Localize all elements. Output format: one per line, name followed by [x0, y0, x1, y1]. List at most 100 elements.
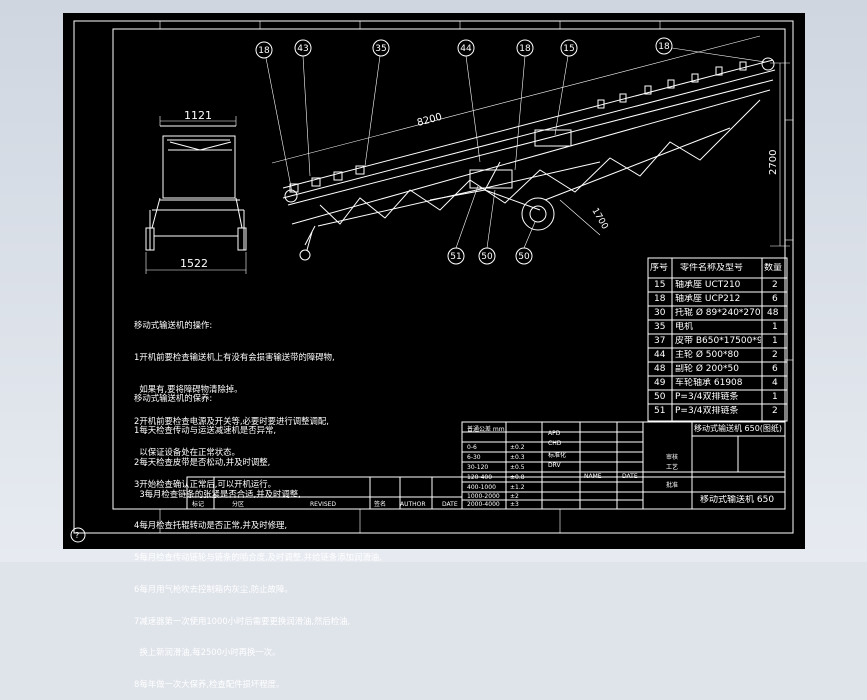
conveyor-main-view	[282, 57, 776, 261]
label-approve: 批准	[666, 482, 679, 489]
notes-line: 2开机前要检查电源及开关等,必要时要进行调整调配,	[134, 415, 329, 426]
bom-cell-qty: 6	[772, 364, 778, 374]
balloons	[255, 37, 673, 265]
bom-cell-name: 皮带 B650*17500*9mm	[675, 336, 761, 346]
balloon-label: 44	[460, 44, 472, 54]
balloon-label: 15	[563, 44, 574, 54]
drawing-sheet	[63, 13, 805, 549]
tol-value: ±0.3	[510, 454, 525, 461]
main-dimensions	[271, 35, 790, 247]
notes-title-2: 移动式输送机的保养:	[134, 393, 213, 404]
tol-range: 120-400	[467, 474, 493, 481]
bom-cell-no: 35	[654, 322, 666, 332]
bom-cell-name: P=3/4双排链条	[675, 406, 739, 416]
label-mark: 标记	[192, 501, 205, 508]
drawing-canvas: 1121 1522	[70, 20, 794, 543]
label-review: 审核	[666, 454, 679, 461]
bom-table-grid	[647, 257, 788, 422]
label-revised: REVISED	[310, 501, 337, 508]
label-author: AUTHOR	[400, 501, 426, 508]
maintenance-notes: 移动式输送机的保养: 1每天检查传动与运送减速机是否异常, 2每天检查皮带是否松…	[134, 372, 382, 700]
compass-icon-glyph: ?	[75, 531, 79, 540]
bom-cell-qty: 48	[767, 308, 779, 318]
label-rev-date: DATE	[442, 501, 458, 508]
bom-cell-name: 电机	[675, 322, 694, 332]
label-sign: 签名	[374, 501, 387, 508]
compass-icon	[70, 527, 86, 543]
tolerance-header: 普通公差 mm	[467, 426, 505, 433]
bom-cell-qty: 1	[772, 322, 778, 332]
operation-notes: 移动式输送机的操作: 1开机前要检查输送机上有没有会损害输送带的障碍物, 如果有…	[134, 299, 335, 500]
dim-length: 8200	[416, 112, 443, 129]
bom-cell-qty: 4	[772, 378, 778, 388]
dim-width-base: 1522	[180, 257, 208, 270]
tol-value: ±1.2	[510, 484, 525, 491]
notes-line: 换上新润滑油,每2500小时再换一次。	[134, 647, 281, 658]
bom-cell-name: 托辊 Ø 89*240*270	[675, 308, 761, 318]
balloon-labels: 18 43 35 44 18 15 18 51 50 50	[258, 42, 670, 262]
bom-cell-name: 副轮 Ø 200*50	[675, 364, 739, 374]
bom-cell-qty: 2	[772, 406, 778, 416]
dim-width-top: 1121	[184, 109, 212, 122]
notes-line: 1开机前要检查输送机上有没有会损害输送带的障碍物,	[134, 351, 335, 362]
conveyor-side-view	[145, 125, 247, 251]
bom-cell-no: 49	[654, 378, 666, 388]
bom-cell-no: 50	[654, 392, 666, 402]
bom-cell-qty: 2	[772, 280, 778, 290]
tol-value: ±2	[510, 493, 519, 500]
tol-range: 30-120	[467, 464, 489, 471]
balloon-leaders	[265, 47, 766, 249]
bom-cell-no: 15	[654, 280, 666, 290]
notes-line: 如果有,要将障碍物清除掉。	[134, 383, 243, 394]
balloon-label: 18	[658, 42, 670, 52]
notes-line: 8每年做一次大保养,检查配件损坏程度。	[134, 679, 285, 690]
bom-cell-no: 48	[654, 364, 666, 374]
tol-value: ±0.8	[510, 474, 525, 481]
label-chd: CHD	[548, 440, 562, 447]
tol-range: 0-6	[467, 444, 477, 451]
dim-incline: 1700	[589, 207, 609, 232]
label-process: 工艺	[666, 464, 679, 471]
dim-height: 2700	[768, 150, 779, 175]
notes-line: 6每月用气枪吹去控制箱内灰尘,防止故障。	[134, 583, 293, 594]
bom-cell-name: 主轮 Ø 500*80	[675, 350, 739, 360]
label-drv: DRV	[548, 462, 561, 469]
label-date: DATE	[622, 473, 638, 480]
tol-range: 6-30	[467, 454, 481, 461]
notes-title-1: 移动式输送机的操作:	[134, 320, 213, 331]
bom-cell-no: 30	[654, 308, 666, 318]
label-name: NAME	[584, 473, 602, 480]
tol-value: ±0.2	[510, 444, 525, 451]
bom-header-no: 序号	[650, 263, 669, 273]
title-block-grid	[186, 421, 786, 510]
bom-header-qty: 数量	[764, 263, 783, 273]
tol-value: ±0.5	[510, 464, 525, 471]
balloon-label: 43	[297, 44, 308, 54]
side-view-dimensions	[145, 116, 247, 274]
outer-frame	[73, 20, 794, 534]
balloon-label: 51	[450, 252, 461, 262]
label-standard: 标准化	[548, 452, 567, 459]
tol-range: 400-1000	[467, 484, 496, 491]
tol-range: 2000-4000	[467, 501, 500, 508]
bom-cell-qty: 1	[772, 336, 778, 346]
notes-line: 7减速器第一次使用1000小时后需要更换润滑油,然后检油,	[134, 615, 351, 626]
bom-cell-qty: 6	[772, 294, 778, 304]
tol-value: ±3	[510, 501, 519, 508]
notes-line: 3开始检查确认正常后,可以开机运行。	[134, 479, 276, 490]
bom-cell-no: 44	[654, 350, 666, 360]
bom-cell-qty: 2	[772, 350, 778, 360]
balloon-label: 50	[518, 252, 530, 262]
label-zone: 分区	[232, 501, 245, 508]
balloon-label: 35	[375, 44, 386, 54]
balloon-label: 18	[519, 44, 531, 54]
bom-cell-name: 车轮轴承 61908	[675, 378, 743, 388]
bom-cell-name: P=3/4双排链条	[675, 392, 739, 402]
bom-cell-no: 37	[654, 336, 666, 346]
drawing-name-small: 移动式输送机 650(图纸)	[694, 424, 783, 433]
notes-line: 1每天检查传动与运送减速机是否异常,	[134, 424, 276, 435]
balloon-label: 18	[258, 46, 270, 56]
zone-ticks	[159, 21, 793, 533]
notes-line: 4每月检查托辊转动是否正常,并及时修理,	[134, 520, 288, 531]
balloon-label: 50	[481, 252, 493, 262]
